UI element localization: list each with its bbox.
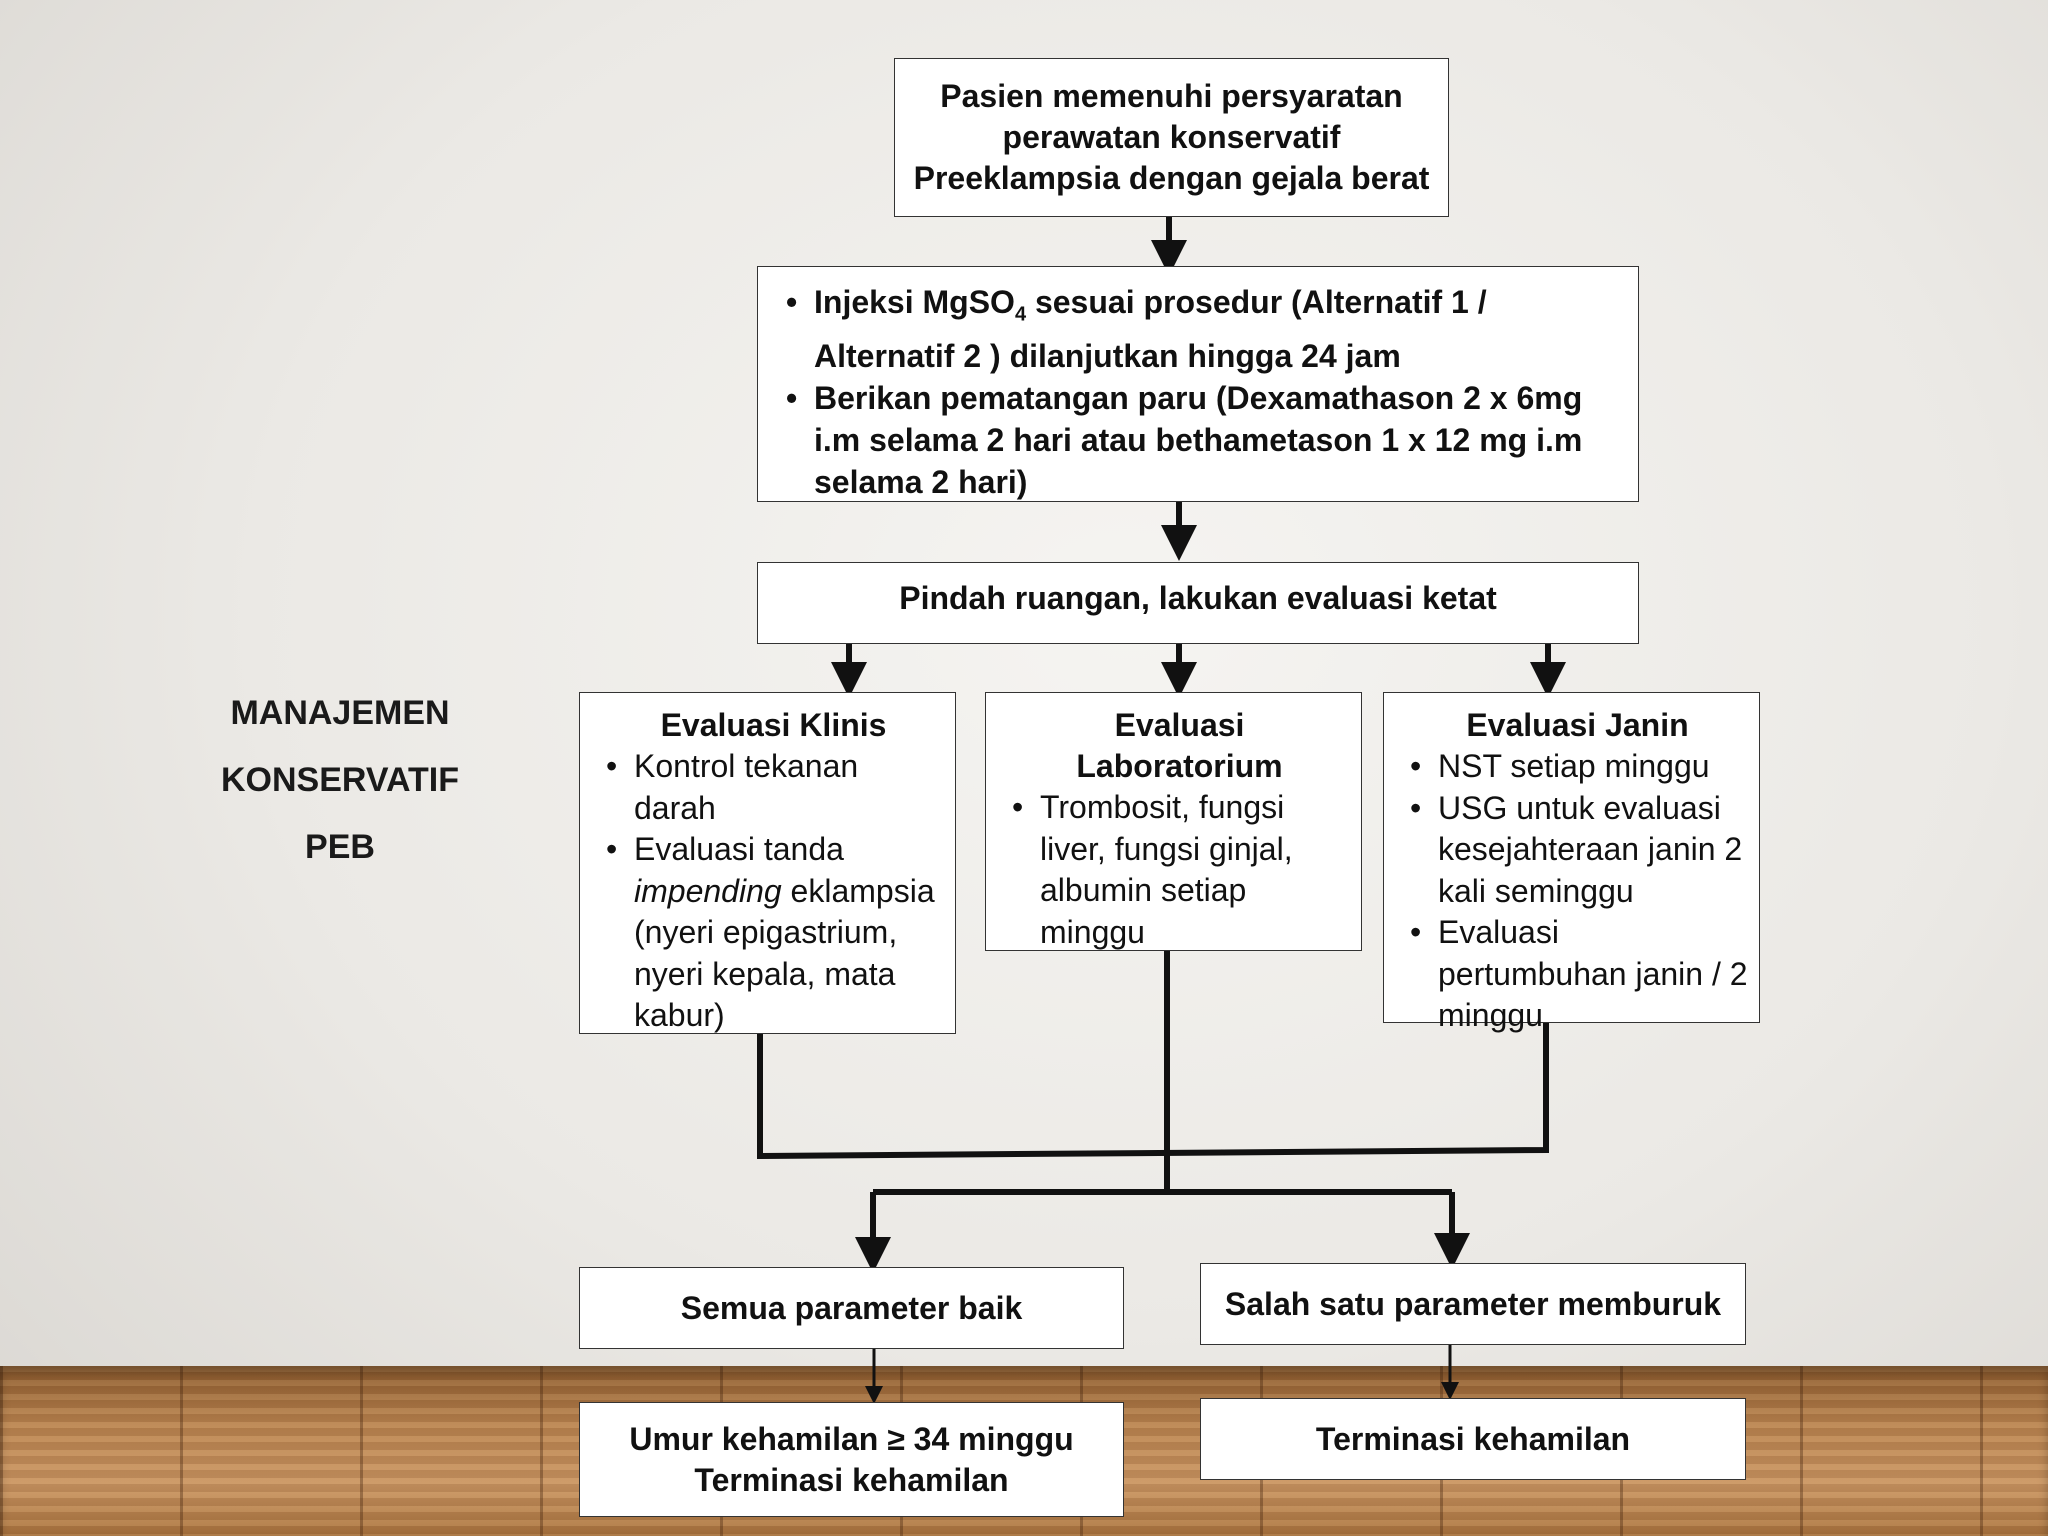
side-title-line: KONSERVATIF	[220, 761, 460, 799]
box-move-room-text: Pindah ruangan, lakukan evaluasi ketat	[899, 579, 1497, 616]
lab-item: Trombosit, fungsi liver, fungsi ginjal, …	[1008, 787, 1351, 953]
klinis-item: Kontrol tekanan darah	[602, 746, 945, 829]
box-eligibility-line: Pasien memenuhi persyaratan	[940, 78, 1403, 114]
box-move-room: Pindah ruangan, lakukan evaluasi ketat	[757, 562, 1639, 644]
box-eligibility: Pasien memenuhi persyaratan perawatan ko…	[894, 58, 1449, 217]
box-all-good: Semua parameter baik	[579, 1267, 1124, 1349]
janin-title: Evaluasi Janin	[1466, 707, 1689, 743]
box-evaluasi-laboratorium: Evaluasi Laboratorium Trombosit, fungsi …	[985, 692, 1362, 951]
box-good-result: Umur kehamilan ≥ 34 minggu Terminasi keh…	[579, 1402, 1124, 1517]
lab-title: Laboratorium	[1076, 748, 1283, 784]
merge-line	[757, 1021, 1549, 1160]
side-title: MANAJEMEN KONSERVATIF PEB	[200, 680, 480, 881]
side-title-line: MANAJEMEN	[230, 694, 450, 732]
box-all-good-text: Semua parameter baik	[680, 1289, 1023, 1326]
janin-item: USG untuk evaluasi kesejahteraan janin 2…	[1406, 788, 1749, 913]
treatment-item-mgso4: Injeksi MgSO4 sesuai prosedur (Alternati…	[782, 281, 1620, 377]
janin-item: NST setiap minggu	[1406, 746, 1749, 788]
box-eligibility-line: Preeklampsia dengan gejala berat	[913, 160, 1430, 196]
lab-title: Evaluasi	[1114, 707, 1245, 743]
janin-item: Evaluasi pertumbuhan janin / 2 minggu	[1406, 912, 1749, 1037]
box-treatment: Injeksi MgSO4 sesuai prosedur (Alternati…	[757, 266, 1639, 502]
box-evaluasi-klinis: Evaluasi Klinis Kontrol tekanan darah Ev…	[579, 692, 956, 1034]
good-result-line: Terminasi kehamilan	[694, 1461, 1009, 1498]
good-result-line: Umur kehamilan ≥ 34 minggu	[629, 1420, 1074, 1457]
box-bad-result: Terminasi kehamilan	[1200, 1398, 1746, 1480]
box-eligibility-line: perawatan konservatif	[1002, 119, 1341, 155]
klinis-title: Evaluasi Klinis	[660, 707, 887, 743]
bad-result-text: Terminasi kehamilan	[1315, 1420, 1631, 1457]
treatment-item-lung: Berikan pematangan paru (Dexamathason 2 …	[782, 377, 1620, 503]
box-one-worse-text: Salah satu parameter memburuk	[1224, 1285, 1722, 1322]
klinis-item: Evaluasi tanda impending eklampsia (nyer…	[602, 829, 945, 1037]
box-one-worse: Salah satu parameter memburuk	[1200, 1263, 1746, 1345]
side-title-line: PEB	[305, 828, 375, 866]
box-evaluasi-janin: Evaluasi Janin NST setiap minggu USG unt…	[1383, 692, 1760, 1033]
